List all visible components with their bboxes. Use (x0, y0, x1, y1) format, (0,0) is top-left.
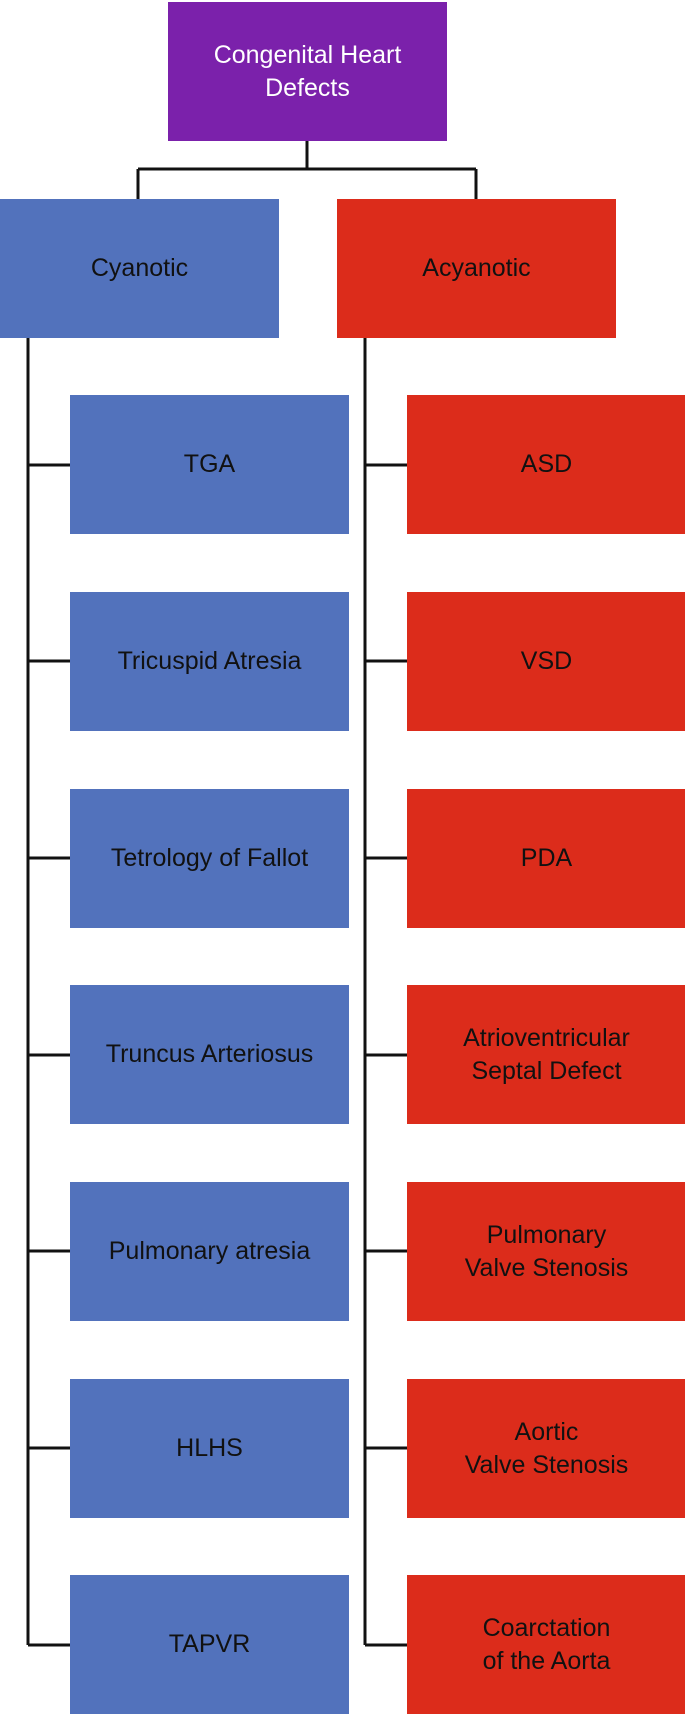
cyanotic-defect-node: TAPVR (70, 1575, 349, 1714)
acyanotic-defect-node: Atrioventricular Septal Defect (407, 985, 685, 1124)
acyanotic-defect-node: Aortic Valve Stenosis (407, 1379, 685, 1518)
root-node: Congenital Heart Defects (168, 2, 447, 141)
cyanotic-defect-node: Tetrology of Fallot (70, 789, 349, 928)
cyanotic-defect-node: Tricuspid Atresia (70, 592, 349, 731)
cyanotic-category-node: Cyanotic (0, 199, 279, 338)
cyanotic-defect-node: HLHS (70, 1379, 349, 1518)
acyanotic-defect-node: ASD (407, 395, 685, 534)
acyanotic-defect-node: PDA (407, 789, 685, 928)
acyanotic-defect-node: Coarctation of the Aorta (407, 1575, 685, 1714)
acyanotic-defect-node: VSD (407, 592, 685, 731)
cyanotic-defect-node: Pulmonary atresia (70, 1182, 349, 1321)
acyanotic-category-node: Acyanotic (337, 199, 616, 338)
acyanotic-defect-node: Pulmonary Valve Stenosis (407, 1182, 685, 1321)
cyanotic-defect-node: Truncus Arteriosus (70, 985, 349, 1124)
cyanotic-defect-node: TGA (70, 395, 349, 534)
